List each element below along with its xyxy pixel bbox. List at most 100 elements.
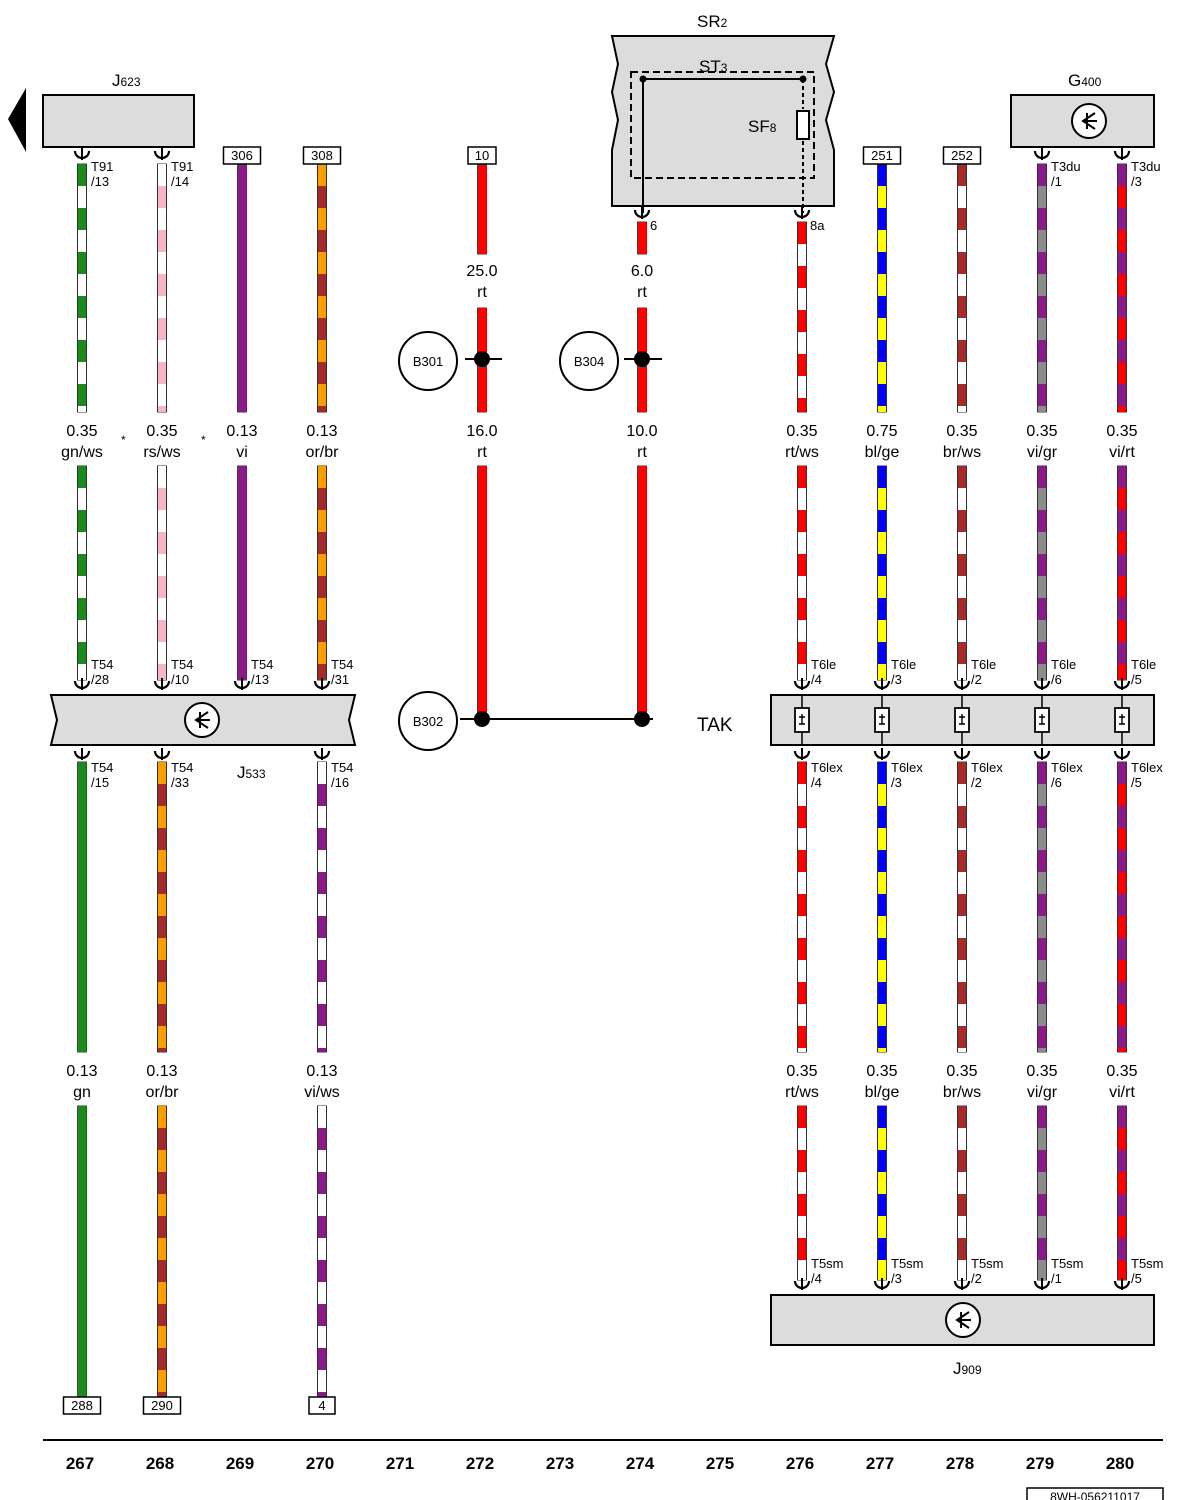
wire-stripe [78,642,86,664]
ref-box-4-frame [308,1396,336,1415]
tak-pin-t6lex_5 [1113,748,1131,760]
column-number: 278 [946,1454,974,1473]
wire-stripe [1038,1026,1046,1048]
connector-label: T54 [91,657,113,672]
wire-stripe [1038,466,1046,488]
wire-stripe [318,362,326,384]
wire-stripe [798,398,806,412]
wire-stripe [878,362,886,384]
wire-stripe [1038,1216,1046,1238]
wire-270-top [317,163,327,413]
j533-pin-t54-33 [153,748,171,760]
connector-label: T6lex [971,760,1003,775]
plug-connector-icon [954,695,970,745]
wire-fill [477,164,487,254]
wire-size-label: 0.35 [946,1063,977,1080]
wire-stripe [798,960,806,982]
j909-component: J909 [770,1294,1155,1378]
wire-stripe [158,1326,166,1348]
plug-contact [1039,714,1045,725]
plug-contact [959,714,965,725]
wire-stripe [958,828,966,850]
wire-stripe [958,466,966,488]
wire-stripe [318,1238,326,1260]
wire-stripe [798,1048,806,1052]
tak-pin-t6lex_3 [873,748,891,760]
wire-stripe [318,620,326,642]
wire-stripe [158,252,166,274]
wire-278-bottom [957,1105,967,1281]
sf8-label: SF8 [748,117,777,136]
wire-280-top [1117,163,1127,413]
wire-stripe [318,938,326,960]
wire-stripe [158,642,166,664]
wire-stripe [878,1128,886,1150]
wire-stripe [1118,1260,1126,1280]
wire-stripe [1038,532,1046,554]
connector-label: T6lex [811,760,843,775]
wire-stripe [958,1106,966,1128]
ref-box-251: 251 [871,148,893,163]
wire-stripe [958,164,966,186]
wire-stripe [878,296,886,318]
wire-color-label: rt [477,444,487,461]
wire-stripe [1118,1106,1126,1128]
wire-stripe [318,1172,326,1194]
wire-268-top [157,163,167,413]
wire-stripe [158,1194,166,1216]
plug-contact [799,714,805,725]
wire-stripe [158,1348,166,1370]
g400-label: G400 [1068,71,1102,90]
wire-stripe [878,916,886,938]
wire-stripe [878,488,886,510]
connector-label: T6le [811,657,836,672]
sr2-pin-6-label: 6 [650,218,657,233]
wire-stripe [1118,1150,1126,1172]
wire-stripe [1038,664,1046,680]
wire-stripe [958,762,966,784]
wire-stripe [958,554,966,576]
wire-stripe [1118,554,1126,576]
ref-box-10-frame [467,146,497,165]
wire-fill [237,466,247,680]
connector-pin-label: /33 [171,775,189,790]
wire-stripe [158,1004,166,1026]
wire-stripe [318,1128,326,1150]
wire-stripe [1038,510,1046,532]
plug-contact [879,714,885,725]
wire-stripe [878,960,886,982]
connector-label: T5sm [891,1256,924,1271]
wire-stripe [1038,554,1046,576]
wire-stripe [958,850,966,872]
wire-stripe [158,872,166,894]
wire-stripe [798,1004,806,1026]
wire-stripe [1118,1172,1126,1194]
wire-stripe [1038,916,1046,938]
wire-color-label: br/ws [943,444,981,461]
tak-pin-t6le_3 [873,678,891,690]
wire-stripe [878,1048,886,1052]
wire-stripe [318,960,326,982]
connector-pin-label: /28 [91,672,109,687]
j533-pin-t54-10 [153,678,171,690]
wire-stripe [318,1304,326,1326]
wire-color-label: rt [637,444,647,461]
wire-stripe [1038,982,1046,1004]
wire-stripe [318,1194,326,1216]
wire-stripe [798,762,806,784]
wire-size-label: 0.35 [1106,423,1137,440]
wire-stripe [798,266,806,288]
wire-stripe [158,384,166,406]
wire-color-label: vi/gr [1027,1084,1058,1101]
wire-color-label: vi [236,444,248,461]
connector-pin-label: /3 [1131,174,1142,189]
j623-pin-t91-13 [73,148,91,160]
wire-276-lower [797,761,807,1053]
wire-269-top [237,163,247,413]
wire-stripe [958,340,966,362]
wire-size-label: 0.35 [866,1063,897,1080]
wire-size-label: 0.35 [66,423,97,440]
wire-280-lower [1117,761,1127,1053]
column-number: 271 [386,1454,414,1473]
wire-278-mid [957,465,967,681]
